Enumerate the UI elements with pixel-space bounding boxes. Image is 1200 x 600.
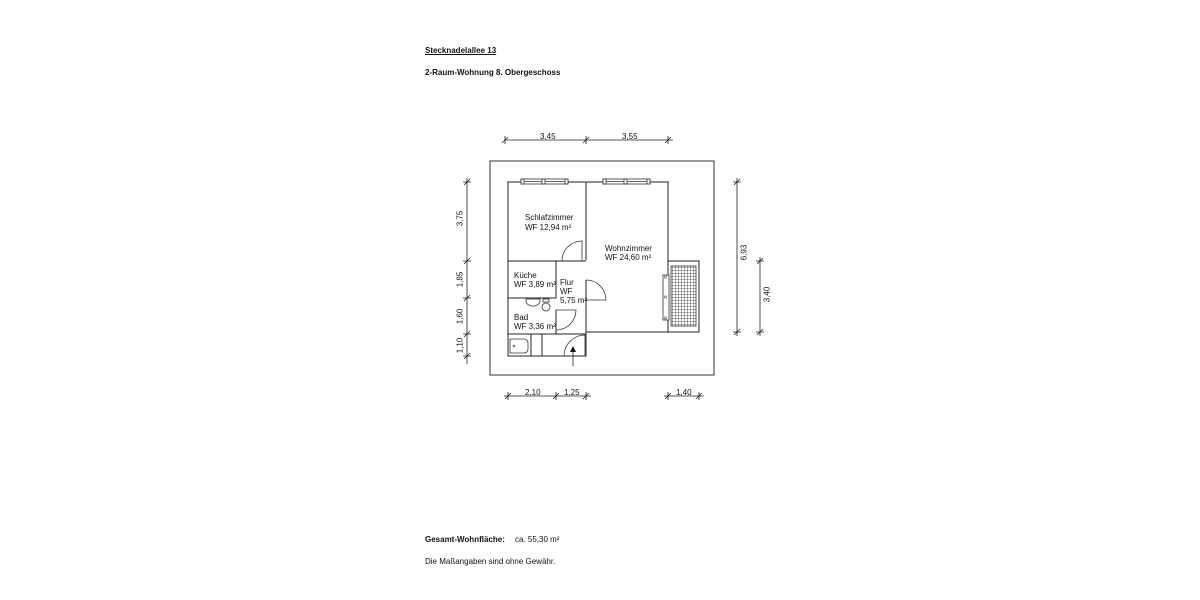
room-wohnzimmer-name: Wohnzimmer xyxy=(605,244,652,253)
dim-bottom-1: 2,10 xyxy=(525,388,541,397)
sink-icon xyxy=(525,298,541,307)
room-schlafzimmer-area: WF 12,94 m² xyxy=(525,223,572,232)
room-kueche-area: WF 3,89 m² xyxy=(514,280,556,289)
room-kueche-name: Küche xyxy=(514,271,537,280)
dim-left-4: 1,10 xyxy=(455,337,465,354)
door-bad xyxy=(555,309,577,331)
dim-bottom-2: 1,25 xyxy=(564,388,580,397)
apartment-subtitle: 2-Raum-Wohnung 8. Obergeschoss xyxy=(425,68,561,77)
room-flur-name: Flur xyxy=(560,278,574,287)
dim-right-1: 6,93 xyxy=(739,244,749,261)
room-wohnzimmer-area: WF 24,60 m² xyxy=(605,253,652,262)
dim-top-2: 3,55 xyxy=(622,132,638,141)
door-entrance xyxy=(563,334,586,357)
disclaimer: Die Maßangaben sind ohne Gewähr. xyxy=(425,557,556,566)
window-schlafzimmer xyxy=(520,178,569,185)
toilet-icon xyxy=(541,302,551,312)
address-title: Stecknadelallee 13 xyxy=(425,46,497,55)
room-flur-area-2: 5,75 m² xyxy=(560,296,588,305)
total-area-value: ca. 55,30 m² xyxy=(515,535,560,544)
door-wohnzimmer xyxy=(585,279,607,301)
door-schlafzimmer xyxy=(561,240,583,262)
dim-left-1: 3,75 xyxy=(455,210,465,227)
dim-left-2: 1,85 xyxy=(455,271,465,288)
room-bad-name: Bad xyxy=(514,313,529,322)
plan-frame xyxy=(489,160,715,376)
dim-right-2: 3,40 xyxy=(762,286,772,303)
window-wohnzimmer xyxy=(602,178,651,185)
room-bad-area: WF 3,36 m² xyxy=(514,322,556,331)
dim-bottom-3: 1,40 xyxy=(676,388,692,397)
room-flur-area-1: WF xyxy=(560,287,573,296)
total-area-label: Gesamt-Wohnfläche: xyxy=(425,535,505,544)
dim-left-3: 1,60 xyxy=(455,308,465,325)
bathtub-icon xyxy=(509,338,529,354)
dim-top-1: 3,45 xyxy=(540,132,556,141)
room-schlafzimmer-name: Schlafzimmer xyxy=(525,213,574,222)
